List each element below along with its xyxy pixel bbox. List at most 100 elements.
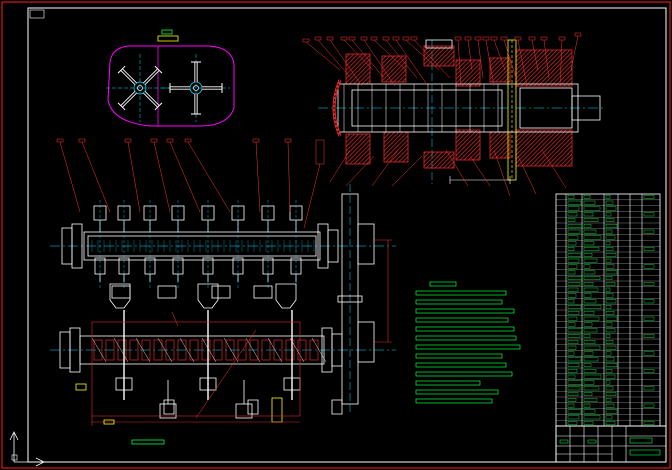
balloon-top-8	[382, 36, 390, 41]
leader-plan-2	[171, 311, 179, 327]
parts-name-cell	[567, 258, 580, 263]
plan-diagonal	[267, 337, 283, 363]
leader-front-2	[81, 141, 111, 213]
parts-remark-cell	[643, 386, 655, 391]
rotor-2	[162, 54, 230, 122]
parts-name-cell	[567, 241, 577, 246]
front-tine-2	[117, 200, 131, 290]
title-block-frame	[555, 425, 667, 463]
inner-border	[27, 7, 667, 463]
parts-qty-cell	[605, 287, 611, 292]
hatched-housing-block-4	[455, 59, 481, 87]
leader-bottom-6	[469, 155, 491, 187]
parts-remark-cell	[643, 334, 655, 338]
plan-segment	[93, 339, 103, 361]
hatched-housing-block-10	[489, 131, 511, 159]
leader-top-7	[373, 39, 407, 71]
leader-bottom-5	[445, 149, 469, 187]
leader-top-12	[457, 39, 462, 87]
plan-segment	[237, 339, 247, 361]
balloon-front-1	[56, 138, 64, 143]
parts-remark-cell	[643, 212, 655, 217]
parts-name-cell	[567, 276, 583, 280]
parts-spec-cell	[583, 316, 600, 321]
plan-dimension-frame	[91, 321, 301, 417]
plan-segment	[261, 339, 271, 361]
parts-qty-cell	[605, 223, 618, 228]
leader-front-3	[127, 141, 141, 213]
rotor-housing	[107, 45, 235, 127]
parts-name-cell	[567, 316, 578, 321]
leader-top-6	[363, 39, 396, 87]
shaft-body	[337, 83, 579, 133]
technical-requirements-notes	[415, 281, 521, 404]
parts-spec-cell	[583, 403, 591, 408]
parts-spec-cell	[583, 374, 602, 379]
parts-name-cell	[567, 293, 577, 298]
rotor-blade-tip	[117, 65, 126, 74]
rotor-1	[106, 54, 174, 122]
leader-top-2	[317, 39, 352, 79]
parts-spec-cell	[583, 293, 592, 298]
parts-qty-cell	[605, 293, 614, 298]
parts-qty-cell	[605, 206, 617, 211]
hatched-housing-block-8	[423, 151, 455, 169]
parts-qty-cell	[605, 194, 611, 199]
parts-remark-cell	[643, 247, 655, 251]
leader-top-9	[395, 39, 429, 87]
parts-spec-cell	[583, 322, 593, 327]
note-line-11	[415, 371, 513, 377]
plan-diagonal	[179, 337, 195, 363]
parts-name-cell	[567, 340, 579, 344]
front-bracket-2	[157, 285, 177, 299]
front-bearing-block-1	[109, 283, 131, 309]
plan-segment	[249, 339, 259, 361]
leader-top-22	[570, 35, 579, 71]
balloon-top-13	[464, 36, 472, 41]
parts-remark-cell	[643, 351, 655, 356]
leader-bottom-7	[493, 149, 511, 197]
parts-qty-cell	[605, 386, 614, 391]
balloon-top-17	[500, 36, 508, 41]
leader-front-right	[303, 163, 321, 229]
leader-bottom-4	[391, 155, 423, 187]
parts-qty-cell	[605, 212, 612, 217]
plan-tine-clamp	[115, 377, 133, 391]
parts-spec-cell	[583, 247, 600, 251]
front-bearing-block-3	[275, 283, 297, 309]
parts-qty-cell	[605, 357, 615, 362]
parts-name-cell	[567, 206, 580, 211]
parts-spec-cell	[583, 258, 598, 263]
parts-qty-cell	[605, 403, 615, 408]
parts-spec-cell	[583, 212, 594, 217]
balloon-top-4	[340, 36, 348, 41]
plan-mark-1	[103, 419, 115, 425]
parts-remark-cell	[643, 264, 655, 269]
leader-top-19	[531, 39, 539, 71]
shaft-stub	[571, 95, 601, 121]
balloon-front-7	[252, 138, 260, 143]
parts-qty-cell	[605, 305, 612, 309]
plan-diagonal	[245, 337, 261, 363]
balloon-top-7	[370, 36, 378, 41]
note-line-3	[415, 299, 503, 305]
balloon-top-18	[514, 36, 522, 41]
parts-spec-cell	[583, 252, 593, 257]
parts-spec-cell	[583, 264, 591, 269]
parts-name-cell	[567, 386, 581, 391]
parts-qty-cell	[605, 218, 615, 222]
parts-spec-cell	[583, 357, 599, 362]
parts-qty-cell	[605, 328, 616, 333]
leader-front-6	[187, 141, 231, 213]
plan-tine-clamp	[199, 377, 217, 391]
front-pulley-2	[71, 223, 83, 269]
parts-spec-cell	[583, 200, 596, 205]
leader-top-14	[477, 39, 484, 79]
plan-segment	[141, 339, 151, 361]
parts-qty-cell	[605, 270, 618, 275]
balloon-front-6	[184, 138, 192, 143]
left-end-cap-detail	[333, 79, 341, 137]
parts-spec-cell	[583, 386, 600, 391]
parts-name-cell	[567, 223, 583, 228]
